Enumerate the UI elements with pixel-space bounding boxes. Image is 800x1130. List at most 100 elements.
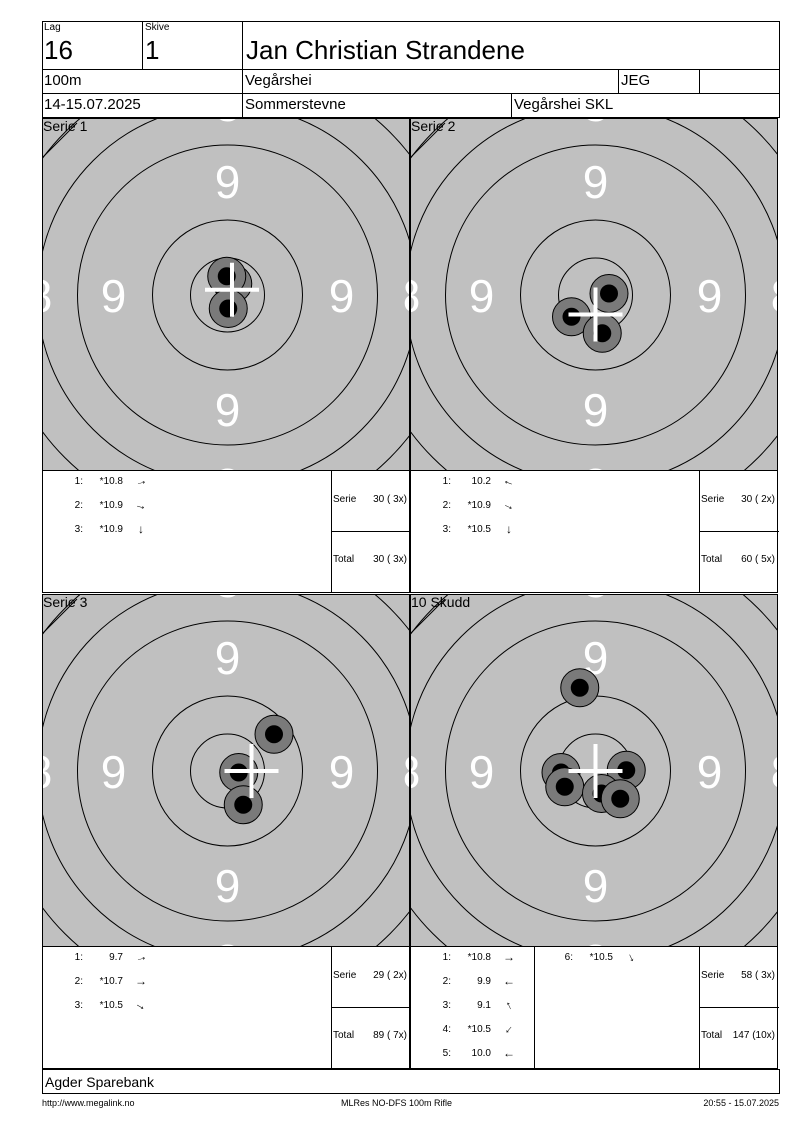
serie-label: Serie [333, 494, 357, 505]
shot-direction-icon: ↑ [503, 997, 515, 1013]
score-divider [699, 947, 700, 1069]
target-face: 99998888 [43, 119, 410, 471]
shot-number: 1: [442, 476, 451, 488]
shot-row: 5:10.0← [431, 1047, 519, 1060]
serie-label: Serie [333, 970, 357, 981]
target-ring [77, 620, 378, 922]
ring-number-9: 9 [215, 384, 241, 436]
lag-label: Lag [44, 22, 61, 33]
shot-number: 1: [74, 952, 83, 964]
score-divider [699, 531, 779, 532]
shot-number: 6: [564, 952, 573, 964]
target-ring [152, 219, 303, 371]
shot-score: *10.8 [99, 476, 123, 488]
footer-timestamp: 20:55 - 15.07.2025 [703, 1098, 779, 1108]
mpi-cross [568, 287, 623, 342]
ring-number-9: 9 [469, 270, 495, 322]
ring-number-9: 9 [583, 384, 609, 436]
ring-number-8: 8 [583, 935, 609, 947]
serie-value: 29 ( 2x) [373, 970, 407, 981]
serie-value: 30 ( 2x) [741, 494, 775, 505]
total-value: 89 ( 7x) [373, 1030, 407, 1041]
target-panel: 9999888810 Skudd [410, 594, 778, 947]
shot-row: 3:*10.5↓ [431, 523, 519, 536]
shot-number: 3: [442, 1000, 451, 1012]
ring-number-8: 8 [403, 270, 410, 322]
ring-number-9: 9 [697, 270, 723, 322]
shot-direction-icon: ↓ [138, 522, 144, 536]
ring-number-9: 9 [215, 632, 241, 684]
shot-number: 3: [442, 524, 451, 536]
shot-row: 1:*10.8→ [63, 472, 151, 490]
target-ring [520, 219, 671, 371]
shot-row: 1:*10.8→ [431, 951, 519, 964]
shot-hole [582, 313, 622, 353]
sponsor: Agder Sparebank [45, 1074, 154, 1090]
lag-value: 16 [44, 35, 73, 65]
shot-hole [560, 668, 600, 708]
shot-direction-icon: ← [503, 974, 515, 988]
ring-number-9: 9 [469, 746, 495, 798]
total-label: Total [701, 1030, 723, 1041]
shot-score: 9.9 [477, 976, 491, 988]
shot-score: *10.5 [467, 524, 491, 536]
target-face: 99998888 [43, 595, 409, 946]
target-panel: 99998888Serie 1 [42, 118, 410, 471]
ring-number-8: 8 [215, 119, 241, 131]
shot-number: 2: [442, 976, 451, 988]
shot-number: 5: [442, 1048, 451, 1060]
panel-title: Serie 1 [43, 118, 88, 134]
shot-score: *10.5 [99, 1000, 123, 1012]
shot-score: *10.8 [467, 952, 491, 964]
ring-number-9: 9 [583, 860, 609, 912]
mpi-cross [224, 744, 279, 798]
shooter-name: Jan Christian Strandene [246, 35, 525, 65]
ring-number-8: 8 [583, 459, 609, 471]
score-divider [331, 471, 332, 593]
club-name: Vegårshei SKL [514, 96, 614, 113]
shot-row: 3: 9.1 ↑ [431, 997, 519, 1012]
shot-hole [552, 297, 591, 337]
shot-direction-icon: ← [501, 472, 518, 490]
shot-row: 2:*10.9→ [63, 497, 151, 514]
shot-number: 1: [442, 952, 451, 964]
score-divider [699, 471, 700, 593]
ring-number-8: 8 [583, 595, 609, 607]
ring-number-8: 8 [215, 595, 241, 607]
shot-row: 2:*10.7→ [63, 975, 151, 988]
ring-number-9: 9 [329, 270, 355, 322]
shot-score: 9.7 [109, 952, 123, 964]
shot-hole [545, 767, 585, 807]
serie-label: Serie [701, 970, 725, 981]
name-cell: Jan Christian Strandene [243, 21, 780, 70]
target-ring [152, 695, 303, 847]
header-col-line [618, 69, 619, 94]
shot-hole [254, 714, 294, 754]
shot-hole [589, 274, 629, 313]
ring-number-9: 9 [329, 746, 355, 798]
panel-title: Serie 3 [43, 594, 88, 610]
shot-score: 9.1 [477, 1000, 491, 1012]
shot-number: 3: [74, 524, 83, 536]
target-panel: 99998888Serie 3 [42, 594, 410, 947]
shot-direction-icon: → [133, 472, 149, 490]
serie-value: 58 ( 3x) [741, 970, 775, 981]
ring-number-8: 8 [215, 459, 241, 471]
score-table: 1:*10.8→2:9.9←3:9.1↑4:*10.5↓5:10.0←6:*10… [410, 946, 779, 1069]
ring-number-8: 8 [771, 746, 778, 798]
ring-number-8: 8 [411, 270, 420, 322]
shot-direction-icon: ↓ [502, 1021, 517, 1037]
shot-row: 3:*10.5→ [63, 996, 151, 1014]
ring-number-9: 9 [101, 270, 127, 322]
score-divider [331, 531, 411, 532]
shot-direction-icon: → [132, 996, 150, 1015]
shot-score: *10.5 [467, 1024, 491, 1036]
shot-hole [223, 785, 263, 825]
shot-number: 2: [74, 976, 83, 988]
header-col-line [699, 69, 700, 94]
place: Vegårshei [245, 72, 312, 89]
footer-url[interactable]: http://www.megalink.no [42, 1098, 135, 1108]
serie-value: 30 ( 3x) [373, 494, 407, 505]
